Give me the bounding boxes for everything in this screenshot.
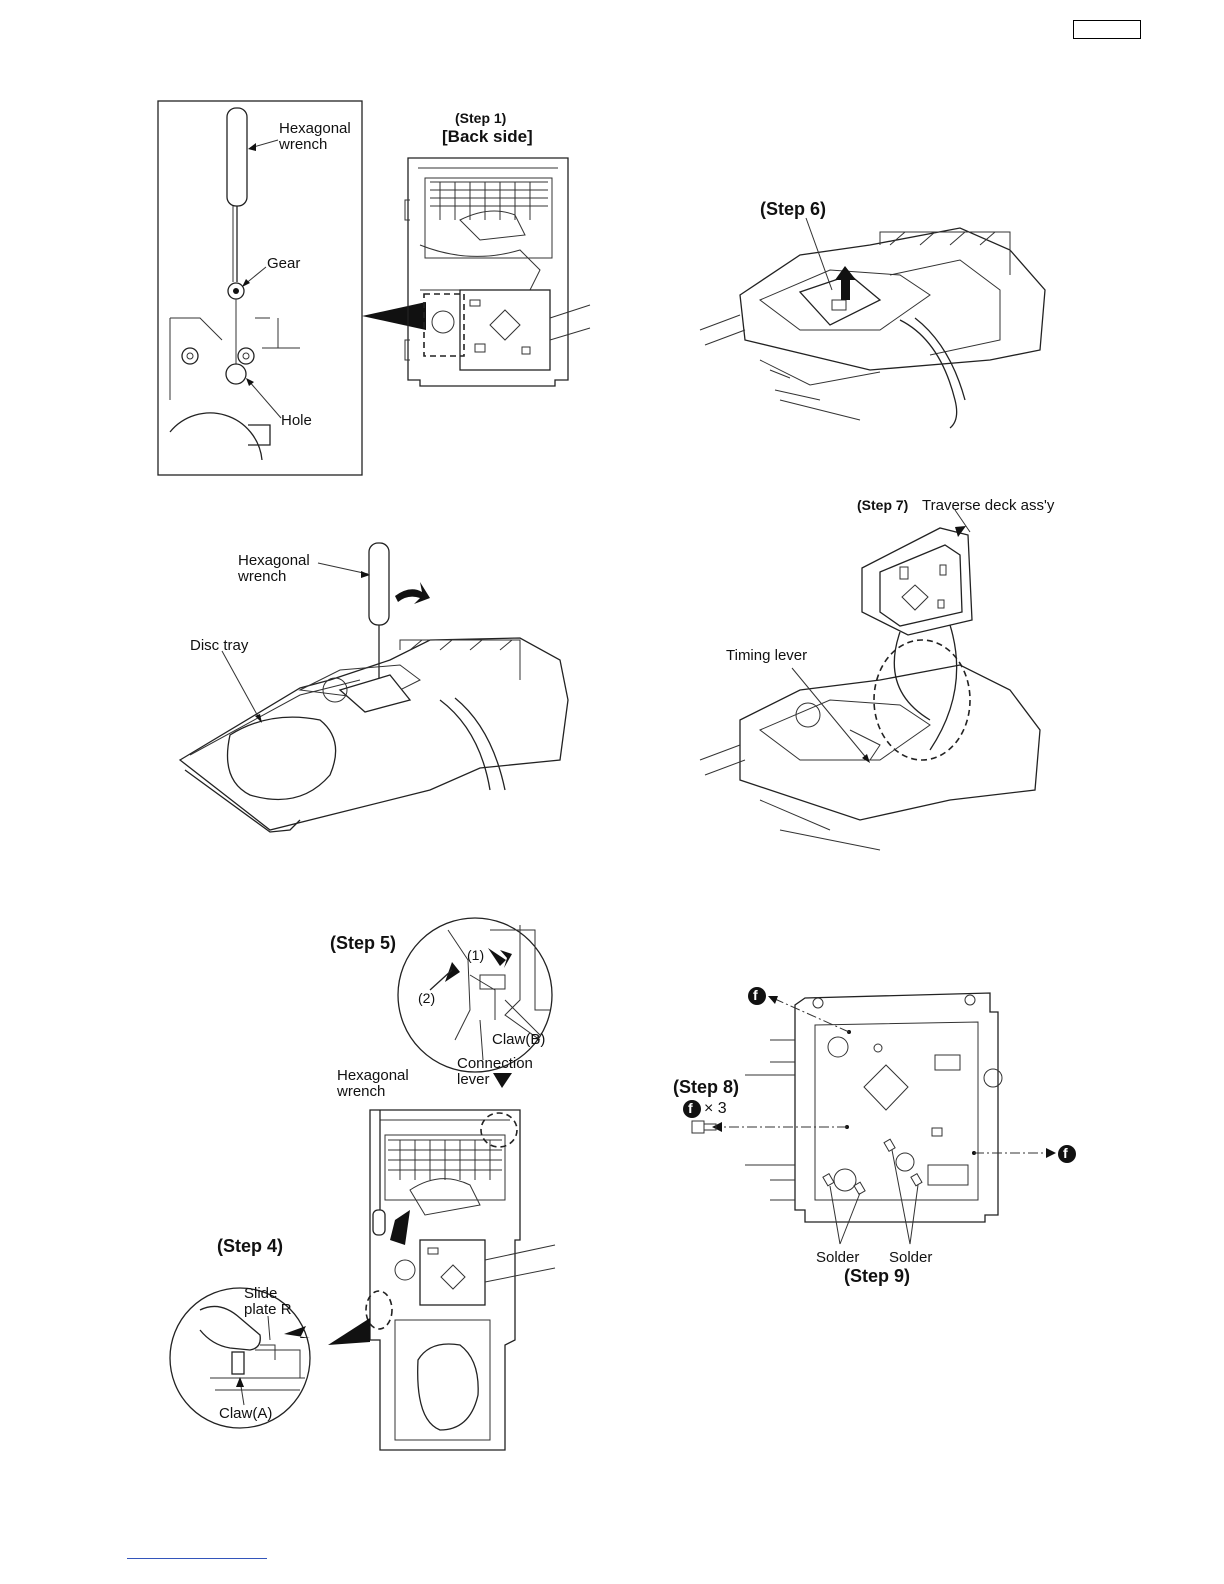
- hole-label: Hole: [281, 413, 312, 429]
- timing-lever-label: Timing lever: [726, 648, 807, 664]
- traverse-deck-drawing: [700, 510, 1040, 850]
- inset-gear-detail: [158, 101, 362, 475]
- step6-drawing: [700, 218, 1045, 428]
- gear-label: Gear: [267, 256, 300, 272]
- disc-tray-label: Disc tray: [190, 638, 248, 654]
- screw-count-label: × 3: [704, 1101, 727, 1117]
- step1-label: (Step 1): [455, 110, 506, 126]
- step4-label: (Step 4): [217, 1236, 283, 1257]
- pointer-triangle: [362, 302, 426, 330]
- num2-label: (2): [418, 990, 435, 1006]
- screw-f-icon: [683, 987, 1076, 1163]
- solder-label-2: Solder: [889, 1250, 932, 1266]
- step8-label: (Step 8): [673, 1077, 739, 1098]
- pointer-triangle: [328, 1318, 370, 1345]
- connection-lever-label: Connection lever: [457, 1056, 533, 1088]
- num1-label: (1): [467, 947, 484, 963]
- step9-label: (Step 9): [844, 1266, 910, 1287]
- back-side-drawing: [405, 158, 590, 386]
- hex-wrench-label-2: Hexagonal wrench: [238, 553, 310, 585]
- traverse-deck-label: Traverse deck ass'y: [922, 498, 1054, 514]
- slide-plate-label: Slide plate R: [244, 1286, 292, 1318]
- hex-wrench-label-3: Hexagonal wrench: [337, 1068, 409, 1100]
- footer-rule: [127, 1558, 267, 1559]
- solder-label-1: Solder: [816, 1250, 859, 1266]
- screw-f-glyph: f: [688, 1100, 693, 1116]
- screw-f-glyph: f: [753, 987, 758, 1003]
- claw-a-label: Claw(A): [219, 1406, 272, 1422]
- hex-wrench-label: Hexagonal wrench: [279, 121, 351, 153]
- disc-tray-drawing: [180, 543, 568, 832]
- step6-label: (Step 6): [760, 199, 826, 220]
- front-view-drawing: [366, 1110, 555, 1450]
- claw-b-label: Claw(B): [492, 1032, 545, 1048]
- screw-f-glyph: f: [1063, 1145, 1068, 1161]
- traverse-board-drawing: [692, 993, 1056, 1244]
- step5-label: (Step 5): [330, 933, 396, 954]
- back-side-label: [Back side]: [442, 127, 533, 147]
- step7-label: (Step 7): [857, 497, 908, 513]
